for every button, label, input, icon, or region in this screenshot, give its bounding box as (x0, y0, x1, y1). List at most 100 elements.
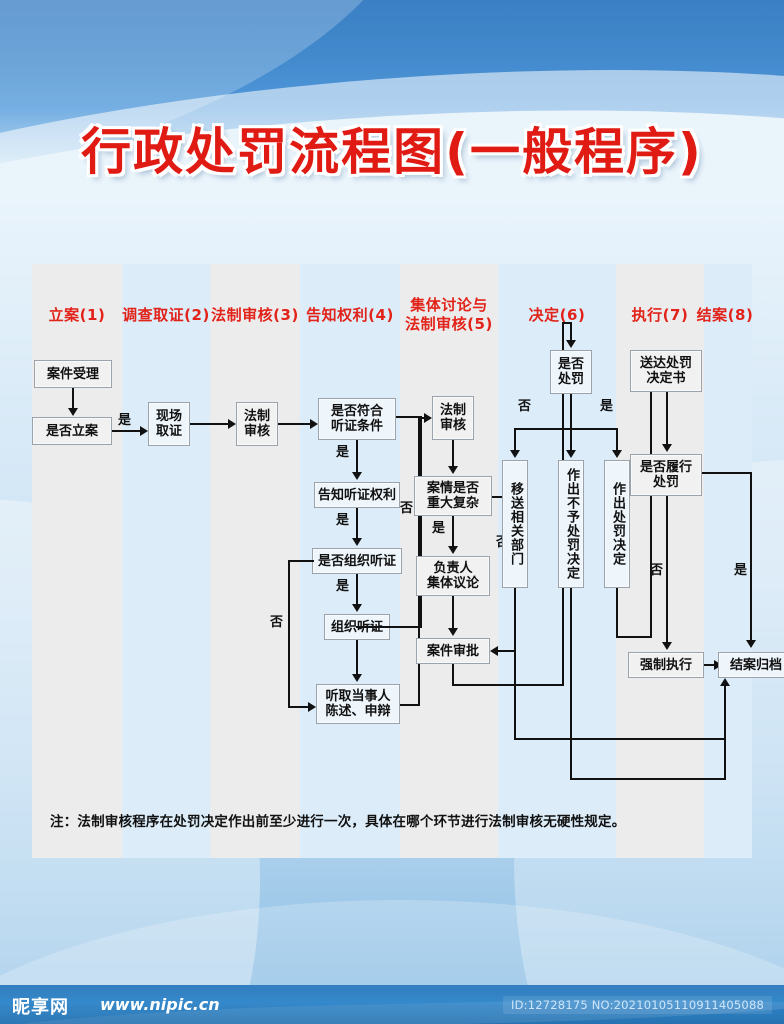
column-header-1: 立案(1) (48, 306, 106, 324)
node-penalty-decision[interactable]: 作出处罚决定 (604, 460, 630, 588)
column-band-2 (122, 264, 210, 858)
site-logo: 昵享网 (12, 997, 69, 1018)
edge-label-major-yes: 是 (432, 521, 446, 536)
node-compulsory-execution[interactable]: 强制执行 (628, 652, 704, 678)
edge-decision-to-serve-h (616, 636, 652, 638)
node-collective-discuss[interactable]: 负责人 集体议论 (416, 556, 490, 596)
node-legal-review-5[interactable]: 法制 审核 (432, 396, 474, 440)
edge-nopenalty-return-v (570, 588, 572, 780)
node-whether-perform[interactable]: 是否履行 处罚 (630, 454, 702, 496)
column-band-8 (704, 264, 752, 858)
edge-return-join-v (724, 738, 726, 780)
edge-hearingcond-yes (356, 440, 358, 474)
node-hear-statement[interactable]: 听取当事人 陈述、申辩 (316, 684, 400, 724)
arrow-legal5-to-major (448, 466, 458, 474)
edge-transfer-return-v (514, 588, 516, 740)
column-header-6: 决定(6) (528, 306, 586, 324)
footnote: 注：法制审核程序在处罚决定作出前至少进行一次，具体在哪个环节进行法制审核无硬性规… (50, 814, 626, 830)
node-case-approval[interactable]: 案件审批 (416, 638, 490, 664)
edge-penalty-no-h (514, 428, 572, 430)
edge-serve-to-perform (666, 392, 668, 446)
edge-label-inform-yes: 是 (336, 513, 350, 528)
node-no-penalty-decision[interactable]: 作出不予处罚决定 (558, 460, 584, 588)
node-transfer-dept[interactable]: 移送相关部门 (502, 460, 528, 588)
edge-label-penalty-yes: 是 (600, 399, 614, 414)
site-url: www.nipic.cn (100, 995, 220, 1014)
edge-label-organizeq-no: 否 (270, 615, 284, 630)
node-inform-hearing-right[interactable]: 告知听证权利 (314, 482, 400, 508)
edge-major-no-h2 (498, 650, 516, 652)
node-scene-evidence[interactable]: 现场 取证 (148, 402, 190, 446)
node-close-archive[interactable]: 结案归档 (718, 652, 784, 678)
column-header-8: 结案(8) (696, 306, 754, 324)
arrow-penalty-no-transfer (510, 450, 520, 458)
arrow-collective-to-approval (448, 628, 458, 636)
edge-penalty-yes-v (616, 428, 618, 452)
arrow-return-to-archive (720, 678, 730, 686)
edge-organizeq-yes (356, 574, 358, 606)
node-organize-hearing-question[interactable]: 是否组织听证 (312, 548, 402, 574)
edge-penalty-in-v (570, 322, 572, 342)
edge-hearingcond-no-v (420, 416, 422, 628)
edge-perform-yes-h (702, 472, 752, 474)
edge-approval-to-penalty-h2 (562, 322, 572, 324)
edge-penalty-no-v2 (570, 428, 572, 452)
arrow-hear-to-legal5 (424, 413, 432, 423)
edge-perform-no-v (666, 496, 668, 644)
edge-legal5-to-major (452, 440, 454, 468)
edge-organizeq-no-h2 (288, 706, 310, 708)
arrow-perform-no (662, 642, 672, 650)
edge-perform-yes-v (750, 472, 752, 642)
edge-decision-to-serve-v1 (616, 588, 618, 638)
node-whether-file[interactable]: 是否立案 (32, 417, 112, 445)
edge-transfer-return-h (514, 738, 726, 740)
edge-accept-to-file (72, 388, 74, 410)
edge-compulsory-to-archive (704, 664, 716, 666)
arrow-accept-to-file (68, 408, 78, 416)
edge-label-organizeq-yes: 是 (336, 579, 350, 594)
column-band-1 (32, 264, 122, 858)
edge-legal3-to-hearingcond (278, 423, 312, 425)
edge-scene-to-legal3 (190, 423, 230, 425)
edge-label-perform-yes: 是 (734, 563, 748, 578)
edge-hear-to-legal5-h (400, 704, 420, 706)
edge-file-to-scene (112, 430, 142, 432)
node-case-accept[interactable]: 案件受理 (34, 360, 112, 388)
column-header-4: 告知权利(4) (306, 306, 394, 324)
arrow-file-to-scene (140, 426, 148, 436)
arrow-legal3-to-hearingcond (310, 419, 318, 429)
arrow-penalty-no-nopenalty (566, 450, 576, 458)
edge-penalty-no-v0 (570, 394, 572, 430)
arrow-major-no (490, 646, 498, 656)
edge-penalty-yes-h (570, 428, 618, 430)
node-legal-review-3[interactable]: 法制 审核 (236, 402, 278, 446)
column-header-7: 执行(7) (631, 306, 689, 324)
edge-label-perform-no: 否 (650, 563, 664, 578)
column-band-3 (210, 264, 300, 858)
edge-inform-to-organizeq (356, 508, 358, 540)
edge-label-penalty-no: 否 (518, 399, 532, 414)
edge-label-hearingcond-yes: 是 (336, 445, 350, 460)
node-serve-decision[interactable]: 送达处罚 决定书 (630, 350, 702, 392)
edge-approval-up-v0 (452, 664, 454, 686)
node-major-complex[interactable]: 案情是否 重大复杂 (414, 476, 492, 516)
node-meets-hearing-condition[interactable]: 是否符合 听证条件 (318, 398, 396, 440)
arrow-penalty-yes (612, 450, 622, 458)
arrow-approval-to-penalty (566, 340, 576, 348)
arrow-major-yes (448, 546, 458, 554)
edge-decision-to-serve-v2 (650, 366, 652, 638)
node-whether-penalty[interactable]: 是否 处罚 (550, 350, 592, 394)
header-banner (0, 0, 784, 210)
arrow-organize-to-hear (352, 674, 362, 682)
edge-hearingcond-no-h2 (356, 626, 422, 628)
arrow-hearingcond-yes (352, 472, 362, 480)
edge-hear-to-legal5-h2 (418, 417, 426, 419)
edge-approval-to-penalty-h (452, 684, 564, 686)
column-header-3: 法制审核(3) (211, 306, 299, 324)
flowchart-panel: 立案(1) 调查取证(2) 法制审核(3) 告知权利(4) 集体讨论与 法制审核… (32, 264, 784, 858)
arrow-perform-yes (746, 640, 756, 648)
arrow-serve-to-perform (662, 444, 672, 452)
edge-hearingcond-no-h1 (396, 416, 422, 418)
edge-major-yes (452, 516, 454, 548)
